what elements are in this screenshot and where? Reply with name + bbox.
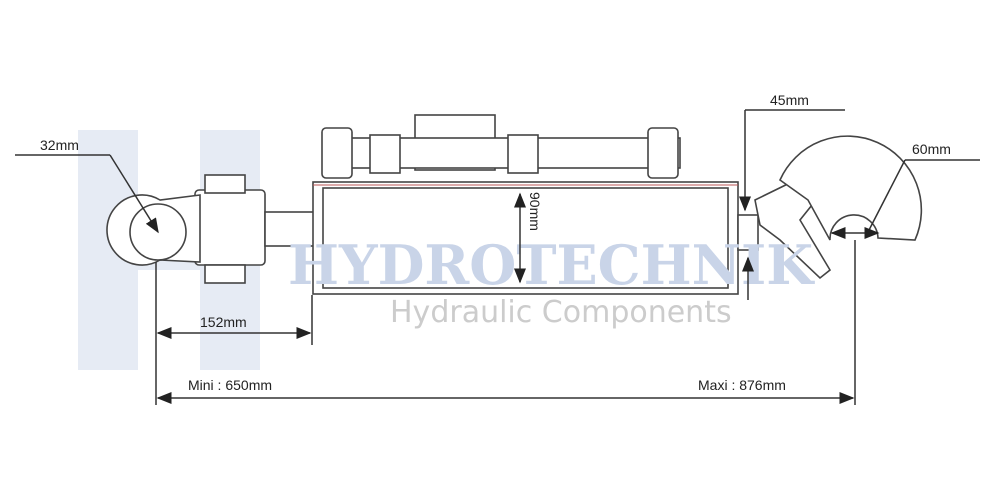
dimension-overall: Mini : 650mm Maxi : 876mm bbox=[156, 240, 856, 405]
pin-diameter-label: 32mm bbox=[40, 137, 79, 153]
watermark-tagline: Hydraulic Components bbox=[390, 295, 732, 330]
dimension-152mm: 152mm bbox=[155, 262, 313, 405]
dimension-32mm: 32mm bbox=[15, 137, 159, 234]
min-length-label: Mini : 650mm bbox=[188, 377, 272, 393]
watermark-brand: HYDROTECHNIK bbox=[288, 233, 815, 297]
dimension-45mm: 45mm bbox=[739, 92, 845, 300]
dimension-60mm: 60mm bbox=[830, 141, 980, 239]
pin-end-label: 45mm bbox=[770, 92, 809, 108]
hook-end bbox=[737, 135, 923, 280]
dimension-90mm: 90mm bbox=[514, 192, 543, 284]
bore-label: 90mm bbox=[527, 192, 543, 231]
max-length-label: Maxi : 876mm bbox=[698, 377, 786, 393]
rod-length-label: 152mm bbox=[200, 314, 247, 330]
hook-size-label: 60mm bbox=[912, 141, 951, 157]
